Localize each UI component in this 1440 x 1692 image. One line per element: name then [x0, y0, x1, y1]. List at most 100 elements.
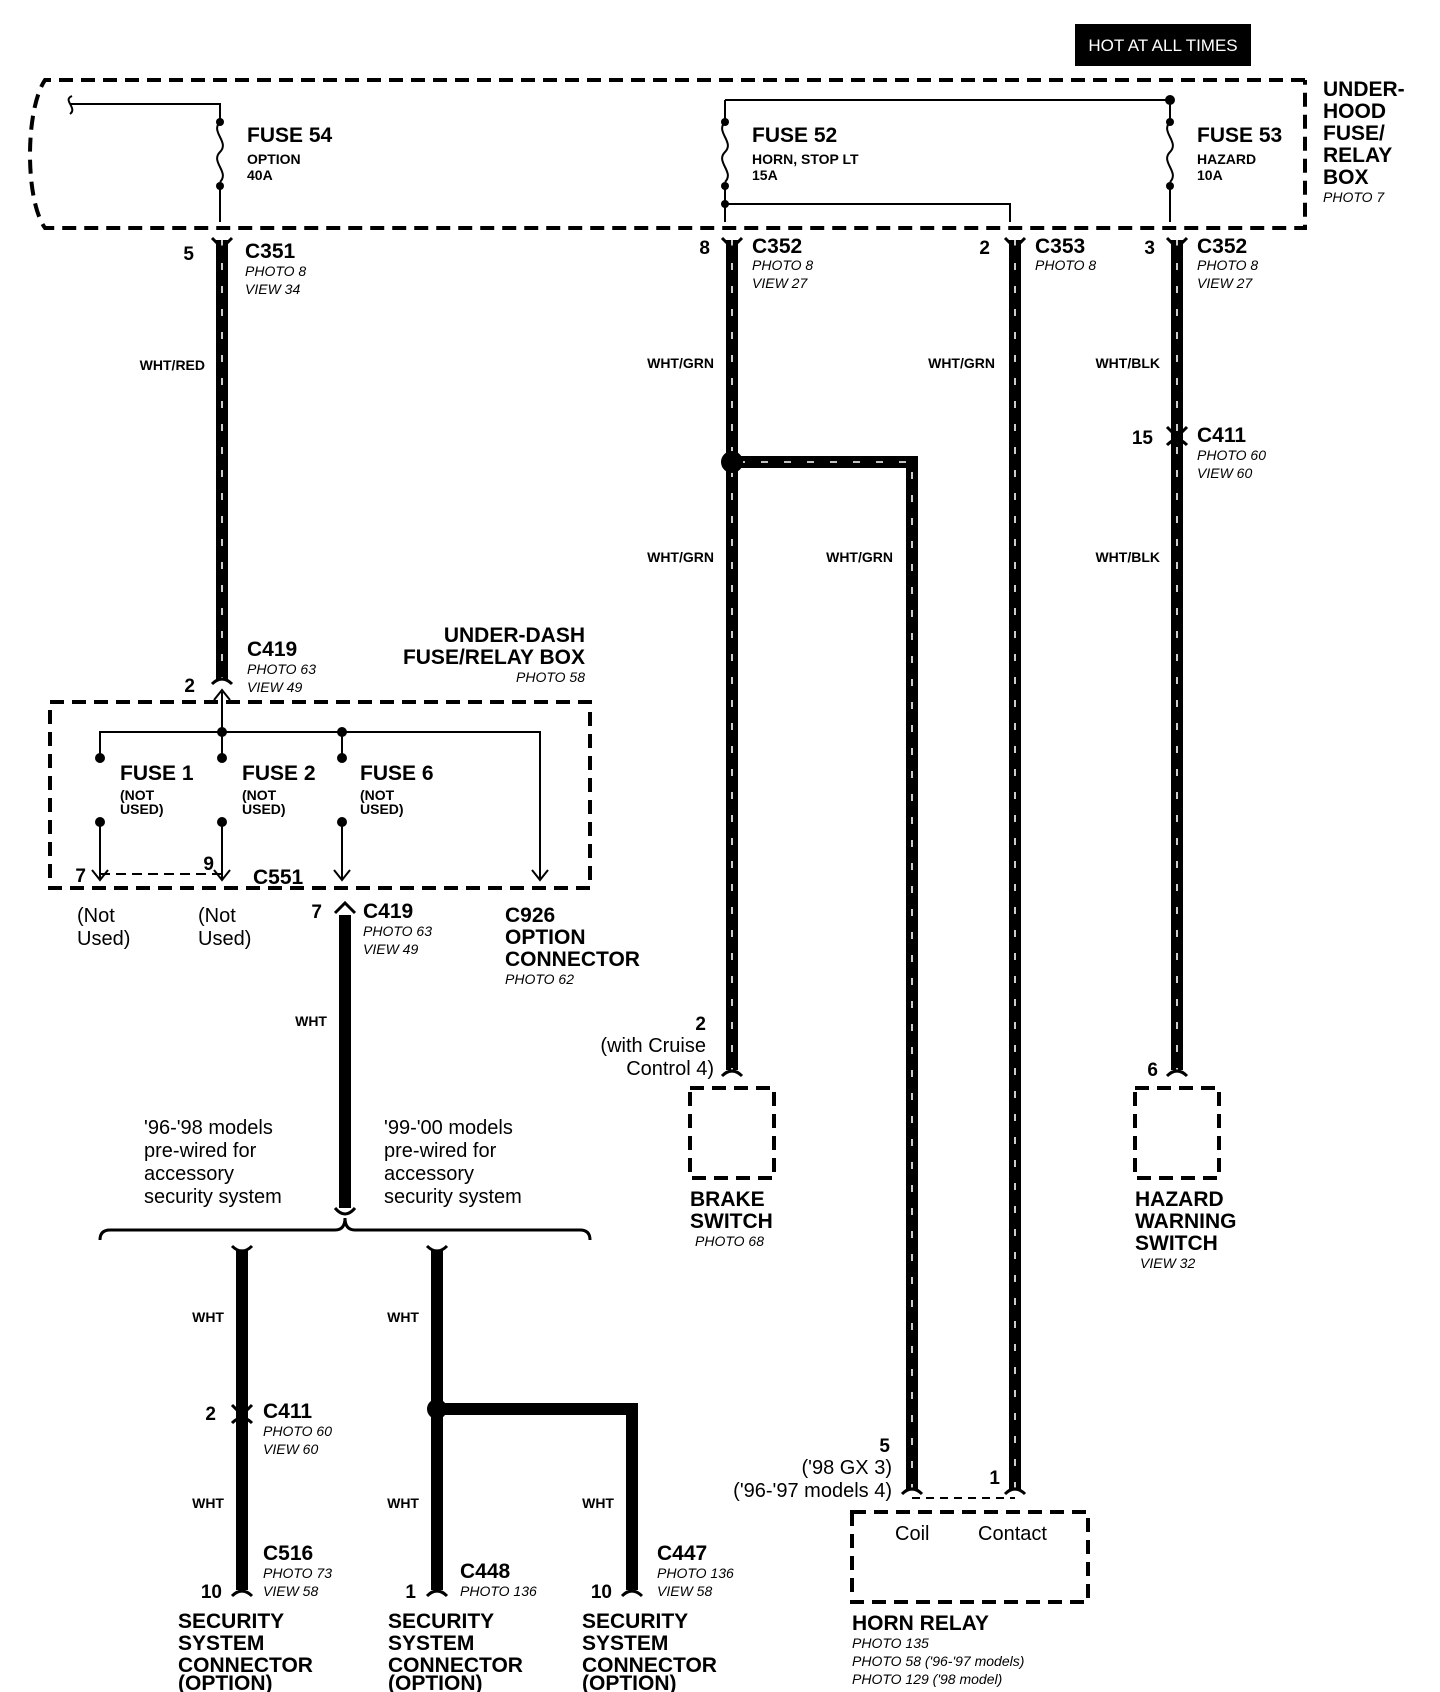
connector-c516: 10 C516 PHOTO 73 VIEW 58	[201, 1542, 332, 1603]
connector-c352-b: 3 C352 PHOTO 8 VIEW 27	[1144, 235, 1258, 291]
svg-text:WHT/GRN: WHT/GRN	[647, 549, 714, 565]
svg-text:accessory: accessory	[144, 1163, 234, 1185]
svg-text:40A: 40A	[247, 167, 273, 183]
svg-text:PHOTO 8: PHOTO 8	[245, 263, 306, 279]
connector-c419-b: 7 C419 PHOTO 63 VIEW 49	[311, 900, 432, 957]
model-note-right: '99-'00 models pre-wired for accessory s…	[384, 1117, 522, 1208]
wire-fuse52-horn-coil	[732, 456, 918, 1490]
svg-text:PHOTO 7: PHOTO 7	[1323, 189, 1385, 205]
connector-c448: 1 C448 PHOTO 136	[405, 1560, 537, 1603]
svg-text:C447: C447	[657, 1542, 707, 1565]
svg-text:SWITCH: SWITCH	[1135, 1232, 1218, 1255]
hot-at-all-times-label: HOT AT ALL TIMES	[1075, 24, 1251, 66]
svg-text:SWITCH: SWITCH	[690, 1210, 773, 1233]
svg-text:C411: C411	[1197, 424, 1246, 447]
svg-text:PHOTO 8: PHOTO 8	[1197, 257, 1258, 273]
svg-text:FUSE 53: FUSE 53	[1197, 124, 1282, 147]
svg-text:WHT/GRN: WHT/GRN	[647, 355, 714, 371]
svg-text:FUSE/: FUSE/	[1323, 122, 1385, 145]
svg-text:security system: security system	[384, 1186, 522, 1208]
svg-text:PHOTO 62: PHOTO 62	[505, 971, 574, 987]
svg-text:VIEW 34: VIEW 34	[245, 281, 300, 297]
svg-text:C352: C352	[1197, 235, 1247, 258]
svg-text:FUSE 54: FUSE 54	[247, 124, 333, 147]
connector-c551: 7 9 C551	[75, 854, 303, 889]
svg-text:VIEW 58: VIEW 58	[657, 1583, 712, 1599]
svg-text:USED): USED)	[242, 801, 286, 817]
horn-relay: 5 ('98 GX 3) ('96-'97 models 4) 1 Coil C…	[733, 1436, 1090, 1687]
svg-text:VIEW 60: VIEW 60	[1197, 465, 1252, 481]
svg-text:RELAY: RELAY	[1323, 144, 1392, 167]
svg-text:(Not: (Not	[77, 905, 115, 927]
svg-text:SYSTEM: SYSTEM	[178, 1632, 264, 1655]
connector-c411-b: 2 C411 PHOTO 60 VIEW 60	[205, 1400, 332, 1457]
svg-text:PHOTO 136: PHOTO 136	[460, 1583, 537, 1599]
underdash-fuse-box: UNDER-DASH FUSE/RELAY BOX PHOTO 58 FUSE …	[48, 624, 592, 890]
svg-text:(NOT: (NOT	[360, 787, 395, 803]
svg-text:(NOT: (NOT	[120, 787, 155, 803]
svg-text:VIEW 27: VIEW 27	[1197, 275, 1253, 291]
connector-c926: C926 OPTION CONNECTOR PHOTO 62	[505, 904, 640, 987]
svg-text:6: 6	[1147, 1060, 1158, 1081]
svg-text:SYSTEM: SYSTEM	[388, 1632, 474, 1655]
svg-text:FUSE 2: FUSE 2	[242, 762, 316, 785]
security-connector-3: SECURITY SYSTEM CONNECTOR (OPTION)	[582, 1610, 717, 1692]
svg-text:WHT/GRN: WHT/GRN	[826, 549, 893, 565]
svg-text:SECURITY: SECURITY	[178, 1610, 284, 1633]
svg-text:VIEW 27: VIEW 27	[752, 275, 808, 291]
svg-text:15: 15	[1132, 428, 1154, 449]
svg-text:SYSTEM: SYSTEM	[582, 1632, 668, 1655]
svg-text:security system: security system	[144, 1186, 282, 1208]
svg-text:10: 10	[591, 1582, 612, 1603]
model-note-left: '96-'98 models pre-wired for accessory s…	[144, 1117, 282, 1208]
svg-text:UNDER-DASH: UNDER-DASH	[444, 624, 585, 647]
svg-text:Control 4): Control 4)	[626, 1058, 714, 1080]
svg-text:2: 2	[205, 1404, 216, 1425]
svg-text:Contact: Contact	[978, 1523, 1047, 1545]
svg-text:accessory: accessory	[384, 1163, 474, 1185]
svg-text:CONNECTOR: CONNECTOR	[178, 1654, 313, 1677]
svg-text:(OPTION): (OPTION)	[582, 1672, 677, 1692]
svg-text:WHT: WHT	[192, 1495, 224, 1511]
svg-text:PHOTO 73: PHOTO 73	[263, 1565, 332, 1581]
wire-color-labels: WHT/RED WHT/GRN WHT/GRN WHT/BLK WHT/GRN …	[140, 355, 1160, 1511]
svg-text:WHT: WHT	[295, 1013, 327, 1029]
fuse-52: FUSE 52 HORN, STOP LT 15A	[721, 100, 1011, 222]
svg-text:C516: C516	[263, 1542, 313, 1565]
svg-text:FUSE 52: FUSE 52	[752, 124, 837, 147]
svg-text:PHOTO 129 ('98 model): PHOTO 129 ('98 model)	[852, 1671, 1002, 1687]
svg-text:WHT: WHT	[387, 1309, 419, 1325]
svg-text:CONNECTOR: CONNECTOR	[582, 1654, 717, 1677]
svg-text:PHOTO 60: PHOTO 60	[263, 1423, 332, 1439]
svg-text:pre-wired for: pre-wired for	[144, 1140, 257, 1162]
svg-text:PHOTO 8: PHOTO 8	[1035, 257, 1096, 273]
svg-text:HOOD: HOOD	[1323, 100, 1386, 123]
svg-text:VIEW 60: VIEW 60	[263, 1441, 318, 1457]
svg-text:('96-'97 models 4): ('96-'97 models 4)	[733, 1480, 892, 1502]
wire-sec-right	[437, 1403, 638, 1590]
svg-text:PHOTO 8: PHOTO 8	[752, 257, 813, 273]
svg-text:PHOTO 60: PHOTO 60	[1197, 447, 1266, 463]
svg-text:(OPTION): (OPTION)	[388, 1672, 483, 1692]
connector-c352-a: 8 C352 PHOTO 8 VIEW 27	[699, 235, 813, 291]
svg-text:WHT: WHT	[192, 1309, 224, 1325]
svg-text:USED): USED)	[360, 801, 404, 817]
svg-text:HORN RELAY: HORN RELAY	[852, 1612, 989, 1635]
svg-text:HAZARD: HAZARD	[1197, 151, 1256, 167]
svg-text:C353: C353	[1035, 235, 1085, 258]
brake-switch: 2 (with Cruise Control 4) BRAKE SWITCH P…	[600, 1014, 776, 1249]
svg-text:pre-wired for: pre-wired for	[384, 1140, 497, 1162]
svg-text:C351: C351	[245, 240, 296, 263]
svg-text:(OPTION): (OPTION)	[178, 1672, 273, 1692]
svg-text:C419: C419	[363, 900, 413, 923]
svg-text:7: 7	[311, 902, 322, 923]
svg-text:C926: C926	[505, 904, 555, 927]
svg-text:10: 10	[201, 1582, 222, 1603]
svg-text:(NOT: (NOT	[242, 787, 277, 803]
svg-text:2: 2	[979, 238, 990, 259]
svg-text:WHT/BLK: WHT/BLK	[1095, 355, 1160, 371]
svg-text:VIEW 49: VIEW 49	[247, 679, 302, 695]
svg-text:2: 2	[695, 1014, 706, 1035]
svg-text:(Not: (Not	[198, 905, 236, 927]
